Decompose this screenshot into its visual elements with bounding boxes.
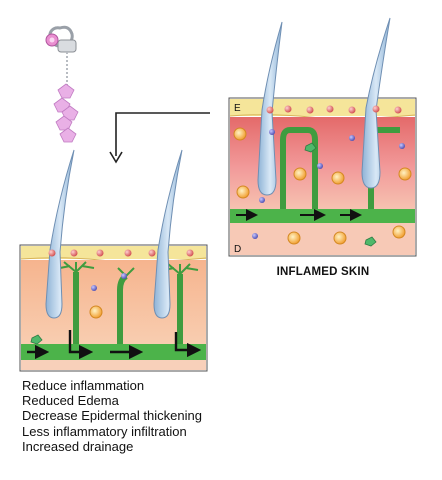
treatment-effects-list: Reduce inflammation Reduced Edema Decrea… xyxy=(22,378,202,454)
immune-cell-icon xyxy=(233,127,412,247)
down-arrow-connector xyxy=(109,112,210,164)
effect-item: Reduce inflammation xyxy=(22,378,145,393)
effect-item: Less inflammatory infiltration xyxy=(22,423,187,439)
epidermis-label: E xyxy=(234,103,241,114)
inflamed-skin-caption: INFLAMED SKIN xyxy=(276,266,370,278)
effect-item: Reduced Edema xyxy=(22,393,119,409)
effect-item: Increased drainage xyxy=(22,438,134,454)
immune-cell-icon xyxy=(30,273,127,345)
jewelry-charm-icon xyxy=(45,25,79,143)
flow-arrow-icon xyxy=(27,330,202,360)
effect-item: Decrease Epidermal thickening xyxy=(22,408,202,424)
dermis-label: D xyxy=(234,244,241,255)
inflamed-skin-panel: E D xyxy=(228,17,417,257)
treated-skin-panel xyxy=(19,149,208,372)
